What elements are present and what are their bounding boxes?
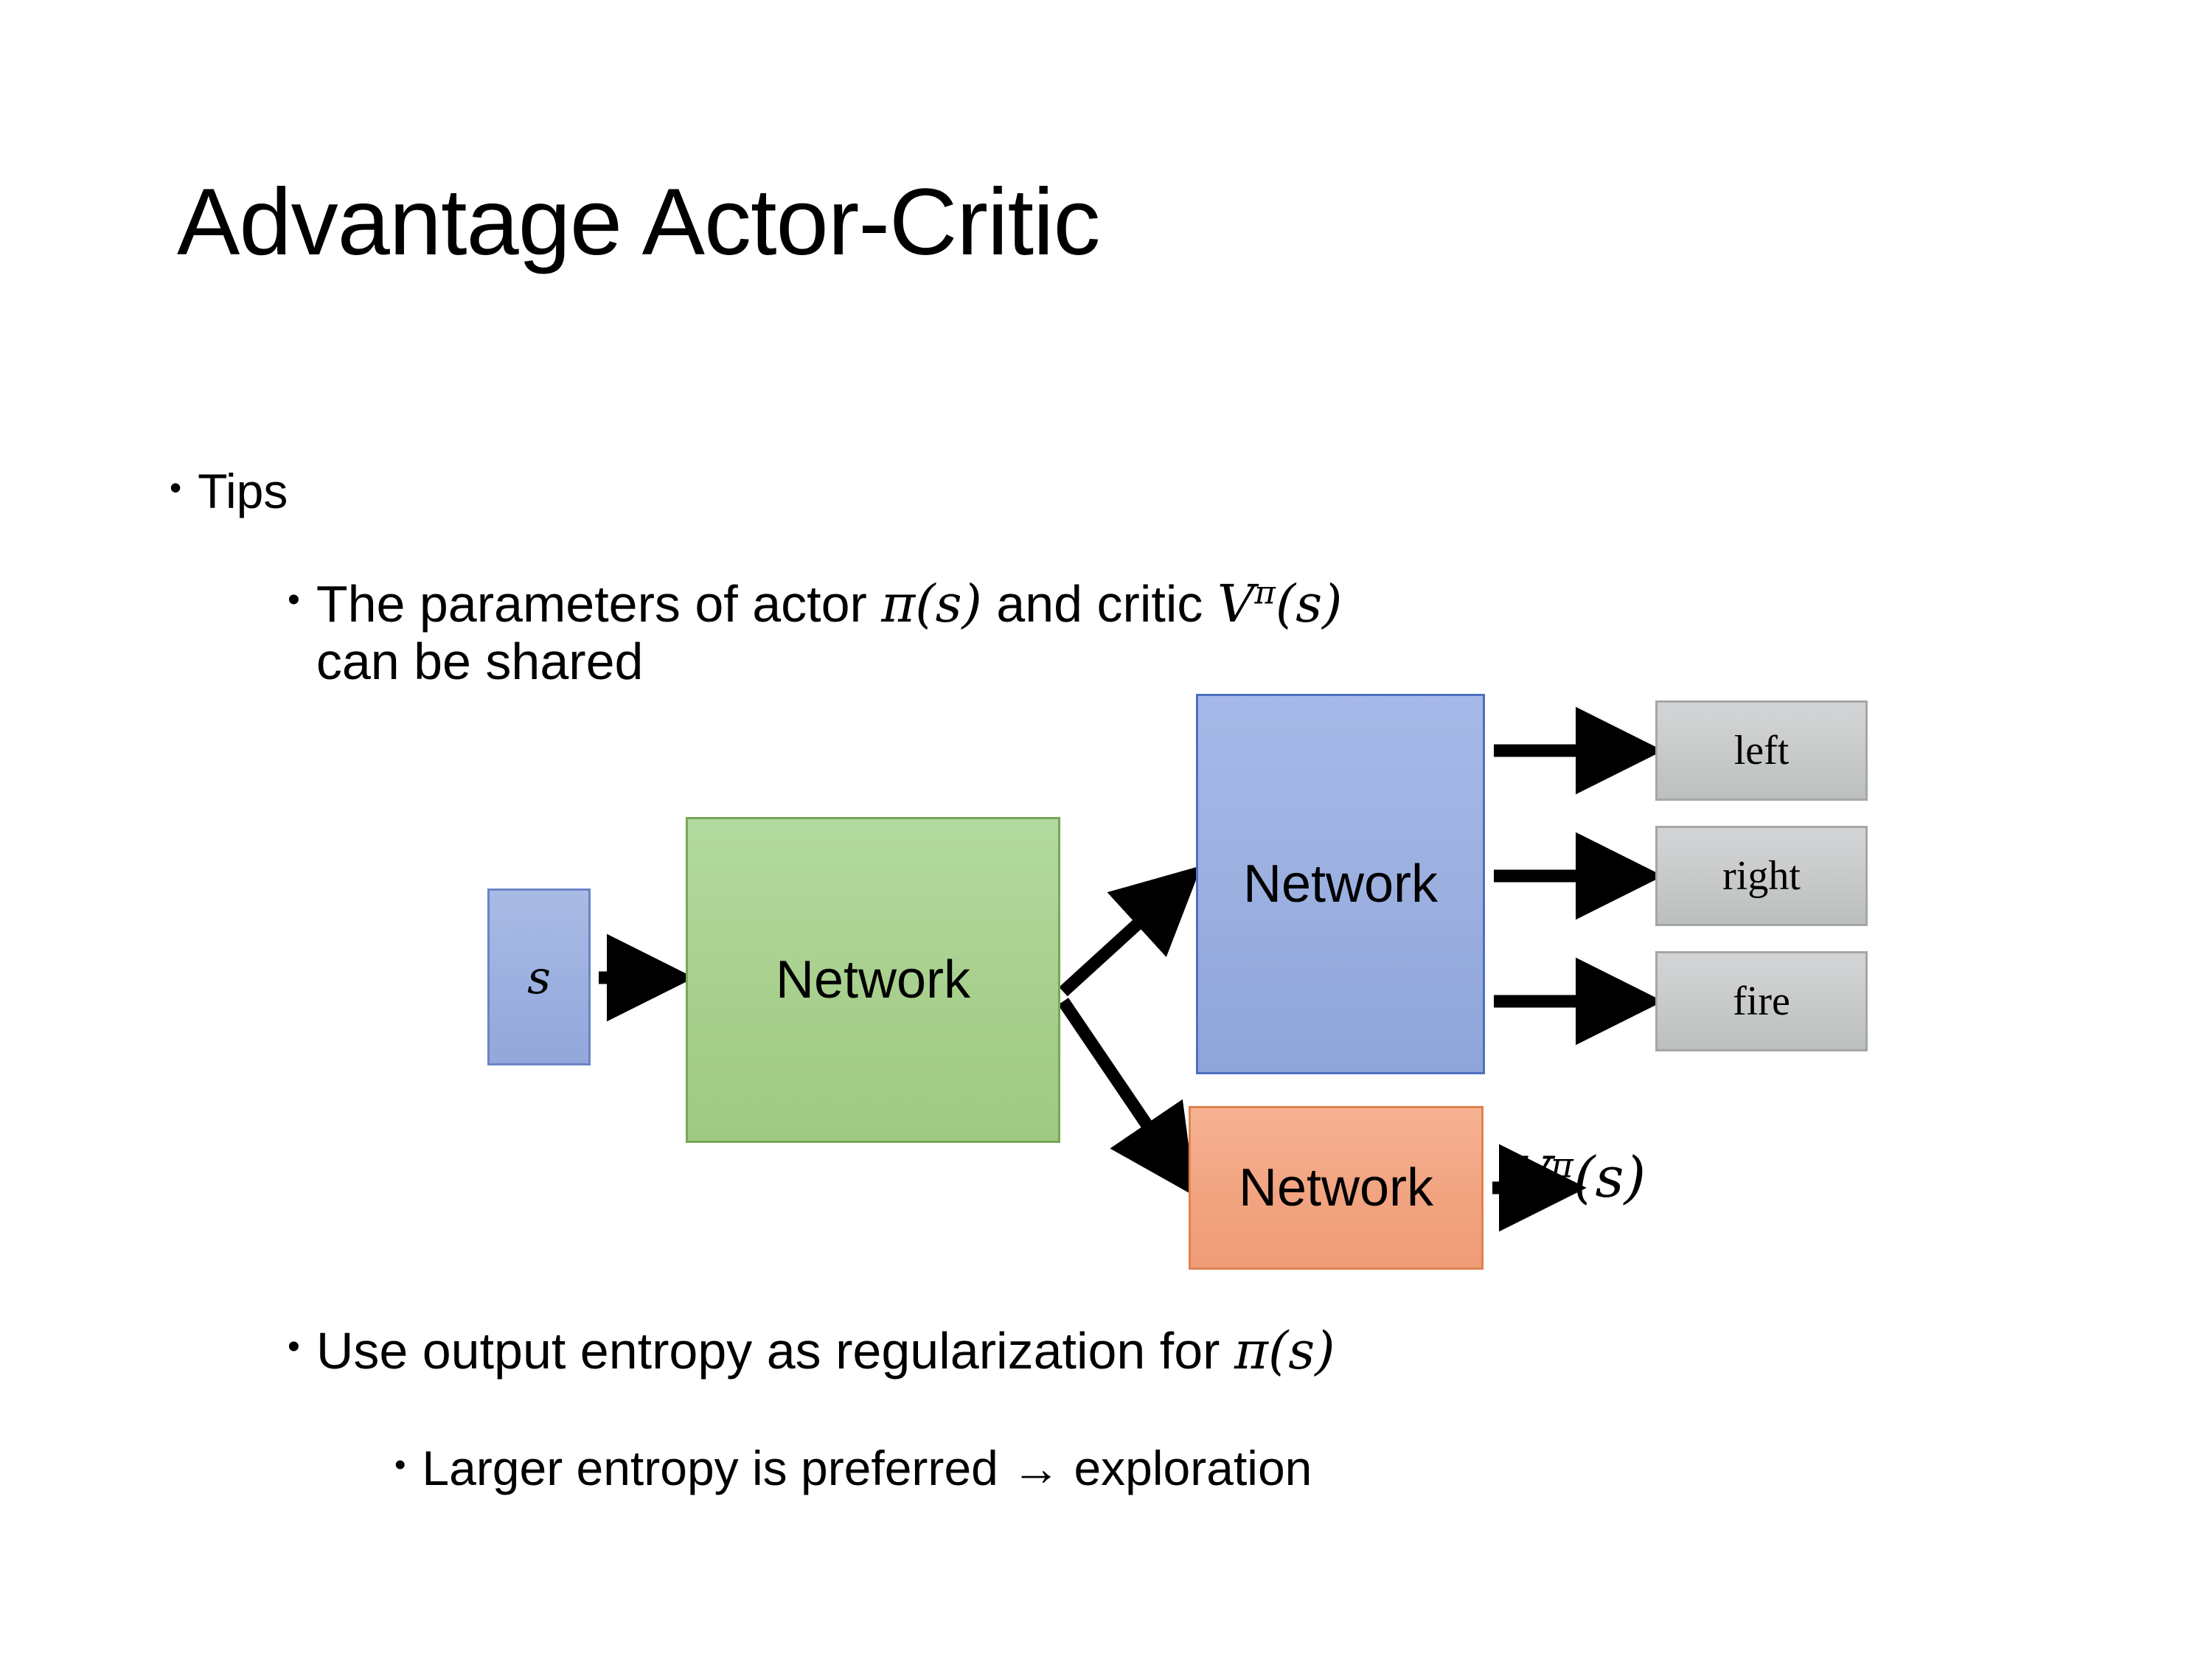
- bullet-marker: •: [394, 1447, 406, 1483]
- bullet-marker: •: [170, 468, 182, 507]
- state-label: s: [527, 950, 551, 1004]
- critic-network-label: Network: [1238, 1158, 1434, 1217]
- critic-network-box: Network: [1189, 1106, 1484, 1270]
- value-superscript-pi: π: [1550, 1145, 1573, 1186]
- action-output-left: left: [1655, 700, 1868, 801]
- action-output-right: right: [1655, 826, 1868, 926]
- action-right-label: right: [1722, 853, 1801, 899]
- shared-network-label: Network: [775, 950, 971, 1009]
- state-input-box: s: [487, 888, 591, 1065]
- math-critic-superscript-pi: π: [1254, 574, 1276, 612]
- action-fire-label: fire: [1733, 978, 1790, 1024]
- action-left-label: left: [1733, 728, 1790, 773]
- bullet-shared-text: The parameters of actor π(s) and critic …: [316, 575, 1343, 691]
- shared-text-part3: can be shared: [316, 633, 644, 691]
- actor-network-box: Network: [1196, 694, 1485, 1074]
- bullet-shared-parameters: • The parameters of actor π(s) and criti…: [288, 575, 2057, 691]
- bullet-entropy-regularization: • Use output entropy as regularization f…: [288, 1322, 1335, 1380]
- actor-network-label: Network: [1242, 855, 1439, 914]
- arrow-shared-to-actor: [1059, 865, 1202, 997]
- shared-text-part2: and critic: [981, 575, 1217, 633]
- bullet-tips-label: Tips: [198, 464, 288, 518]
- math-critic-v: V: [1217, 574, 1255, 634]
- value-function-output-label: Vπ(s): [1510, 1144, 1646, 1210]
- bullet-larger-entropy-exploration: • Larger entropy is preferred → explorat…: [394, 1441, 1312, 1496]
- entropy-text-part1: Use output entropy as regularization for: [316, 1322, 1234, 1380]
- page-title: Advantage Actor-Critic: [177, 170, 1100, 275]
- shared-text-part1: The parameters of actor: [316, 575, 882, 633]
- math-actor-pi-s: π(s): [881, 574, 982, 634]
- bullet-tips: • Tips: [170, 464, 288, 519]
- bullet-marker: •: [288, 1327, 300, 1366]
- action-output-fire: fire: [1655, 951, 1868, 1051]
- math-policy-pi-s: π(s): [1234, 1321, 1335, 1381]
- value-v: V: [1510, 1144, 1551, 1210]
- bullet-entropy-text: Use output entropy as regularization for…: [316, 1322, 1335, 1380]
- shared-network-box: Network: [686, 817, 1060, 1143]
- math-critic-arg: (s): [1275, 574, 1343, 634]
- value-argument: (s): [1573, 1144, 1646, 1210]
- bullet-exploration-label: Larger entropy is preferred → exploratio…: [422, 1441, 1312, 1495]
- arrow-shared-to-critic: [1057, 998, 1196, 1197]
- bullet-marker: •: [288, 580, 300, 619]
